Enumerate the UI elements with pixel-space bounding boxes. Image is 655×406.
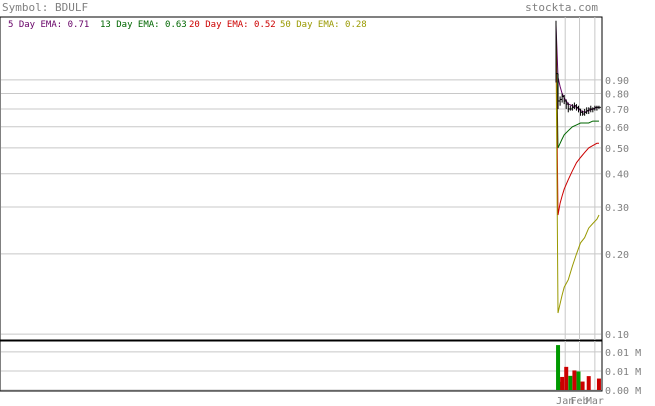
volume-bar <box>568 375 573 390</box>
volume-bar <box>586 376 591 390</box>
legend-item: 20 Day EMA: 0.52 <box>189 20 276 30</box>
symbol-label: Symbol: BDULF <box>2 1 88 14</box>
volume-bar <box>572 370 577 390</box>
ema-line <box>555 46 600 314</box>
price-tick-label: 0.60 <box>605 123 629 134</box>
price-gridlines <box>1 79 601 335</box>
price-tick-label: 0.50 <box>605 144 629 155</box>
legend-item: 50 Day EMA: 0.28 <box>280 20 367 30</box>
volume-bar <box>558 381 563 390</box>
price-tick-label: 0.20 <box>605 250 629 261</box>
price-panel-frame <box>0 16 603 341</box>
ema-line <box>555 37 599 216</box>
volume-bar <box>576 371 581 390</box>
volume-bar <box>564 366 569 390</box>
volume-gridlines <box>1 341 601 391</box>
volume-bar <box>580 381 585 390</box>
volume-axis: 0.01 M 0.01 M 0.00 M <box>605 348 641 397</box>
price-tick-label: 0.30 <box>605 203 629 214</box>
price-axis: 0.90 0.80 0.70 0.60 0.50 0.40 0.30 0.20 0.10 <box>605 76 629 341</box>
volume-panel-frame <box>0 340 603 392</box>
ema-lines <box>555 24 600 314</box>
date-tick-label: Feb <box>570 396 588 406</box>
ema-line <box>555 28 599 149</box>
volume-tick-label: 0.01 M <box>605 367 641 378</box>
volume-bar <box>560 376 565 390</box>
legend-item: 5 Day EMA: 0.71 <box>8 20 89 30</box>
date-tick-label: Mar <box>586 396 604 406</box>
price-tick-label: 0.40 <box>605 170 629 181</box>
price-tick-label: 0.80 <box>605 90 629 101</box>
price-tick-label: 0.10 <box>605 330 629 341</box>
legend-item: 13 Day EMA: 0.63 <box>100 20 187 30</box>
price-bars <box>555 20 601 116</box>
date-tick-label: Jan <box>556 396 574 406</box>
volume-bar <box>556 345 561 390</box>
site-name[interactable]: stockta.com <box>525 1 598 14</box>
volume-bars <box>556 345 601 390</box>
price-tick-label: 0.90 <box>605 76 629 87</box>
volume-bar <box>596 378 601 390</box>
volume-tick-label: 0.01 M <box>605 348 641 359</box>
price-tick-label: 0.70 <box>605 105 629 116</box>
price-vertical-gridlines <box>564 17 596 340</box>
volume-tick-label: 0.00 M <box>605 386 641 397</box>
